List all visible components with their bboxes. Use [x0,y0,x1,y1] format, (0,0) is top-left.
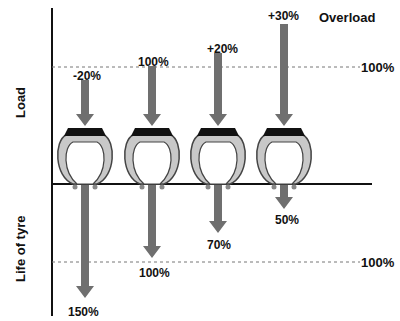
arrow [209,53,227,126]
tyre-section [191,135,246,184]
bead [73,185,78,190]
percent-label: 50% [275,214,299,226]
tyre-cavity [66,142,104,184]
percent-label: 70% [207,239,231,251]
percent-label: +30% [268,10,299,22]
bead [206,185,211,190]
axis-label: Life of tyre [14,216,27,282]
tyre-tread [64,128,106,136]
reference-label: 100% [361,61,394,74]
reference-line [52,67,360,68]
tyre-section [125,135,180,184]
tyre-section [257,135,312,184]
percent-label: 100% [138,56,169,68]
tyre-cavity [199,142,237,184]
overload-label: Overload [319,11,375,24]
tyre-cavity [133,142,171,184]
arrow [209,185,227,233]
bead [272,185,277,190]
arrow [143,66,161,126]
bead [140,185,145,190]
reference-label: 100% [361,256,394,269]
axis-line [51,8,53,316]
tyre-tread [197,128,239,136]
percent-label: +20% [207,43,238,55]
axis-label: Load [14,87,27,118]
reference-line [52,262,360,263]
percent-label: 100% [139,267,170,279]
bead [160,185,165,190]
bead [93,185,98,190]
arrow [76,80,94,126]
tyre-cavity [265,142,303,184]
arrow [76,185,94,298]
percent-label: -20% [73,70,101,82]
tyre-section [58,135,113,184]
arrow [143,185,161,258]
tyre-tread [131,128,173,136]
tyre-tread [263,128,305,136]
arrow [275,24,293,126]
arrow [275,185,293,209]
percent-label: 150% [68,306,99,318]
bead [292,185,297,190]
bead [226,185,231,190]
